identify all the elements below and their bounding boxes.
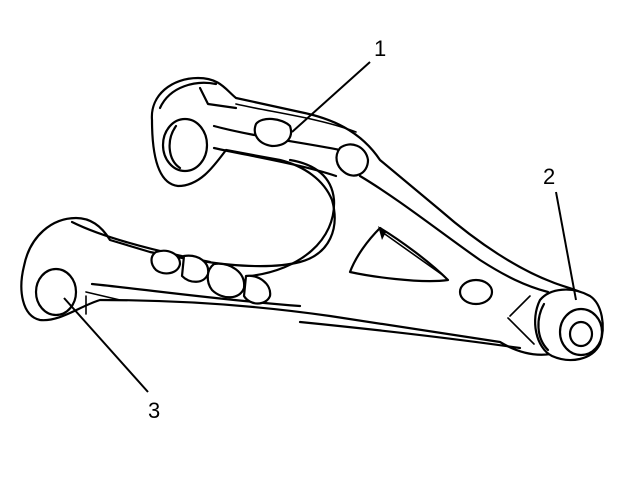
arm-reinforcement-ribs <box>150 117 370 305</box>
callout-3: 3 <box>148 398 160 423</box>
triangular-cutout <box>348 226 450 283</box>
leader-line-2 <box>555 191 577 301</box>
upper-pivot-eye <box>161 117 209 173</box>
callout-1: 1 <box>374 36 386 61</box>
callout-2: 2 <box>543 164 555 189</box>
lower-pivot-eye <box>34 267 78 317</box>
rear-bushing <box>534 288 604 362</box>
leader-line-1 <box>291 61 371 133</box>
ball-joint-stud <box>458 278 494 306</box>
leader-line-3 <box>63 297 149 393</box>
